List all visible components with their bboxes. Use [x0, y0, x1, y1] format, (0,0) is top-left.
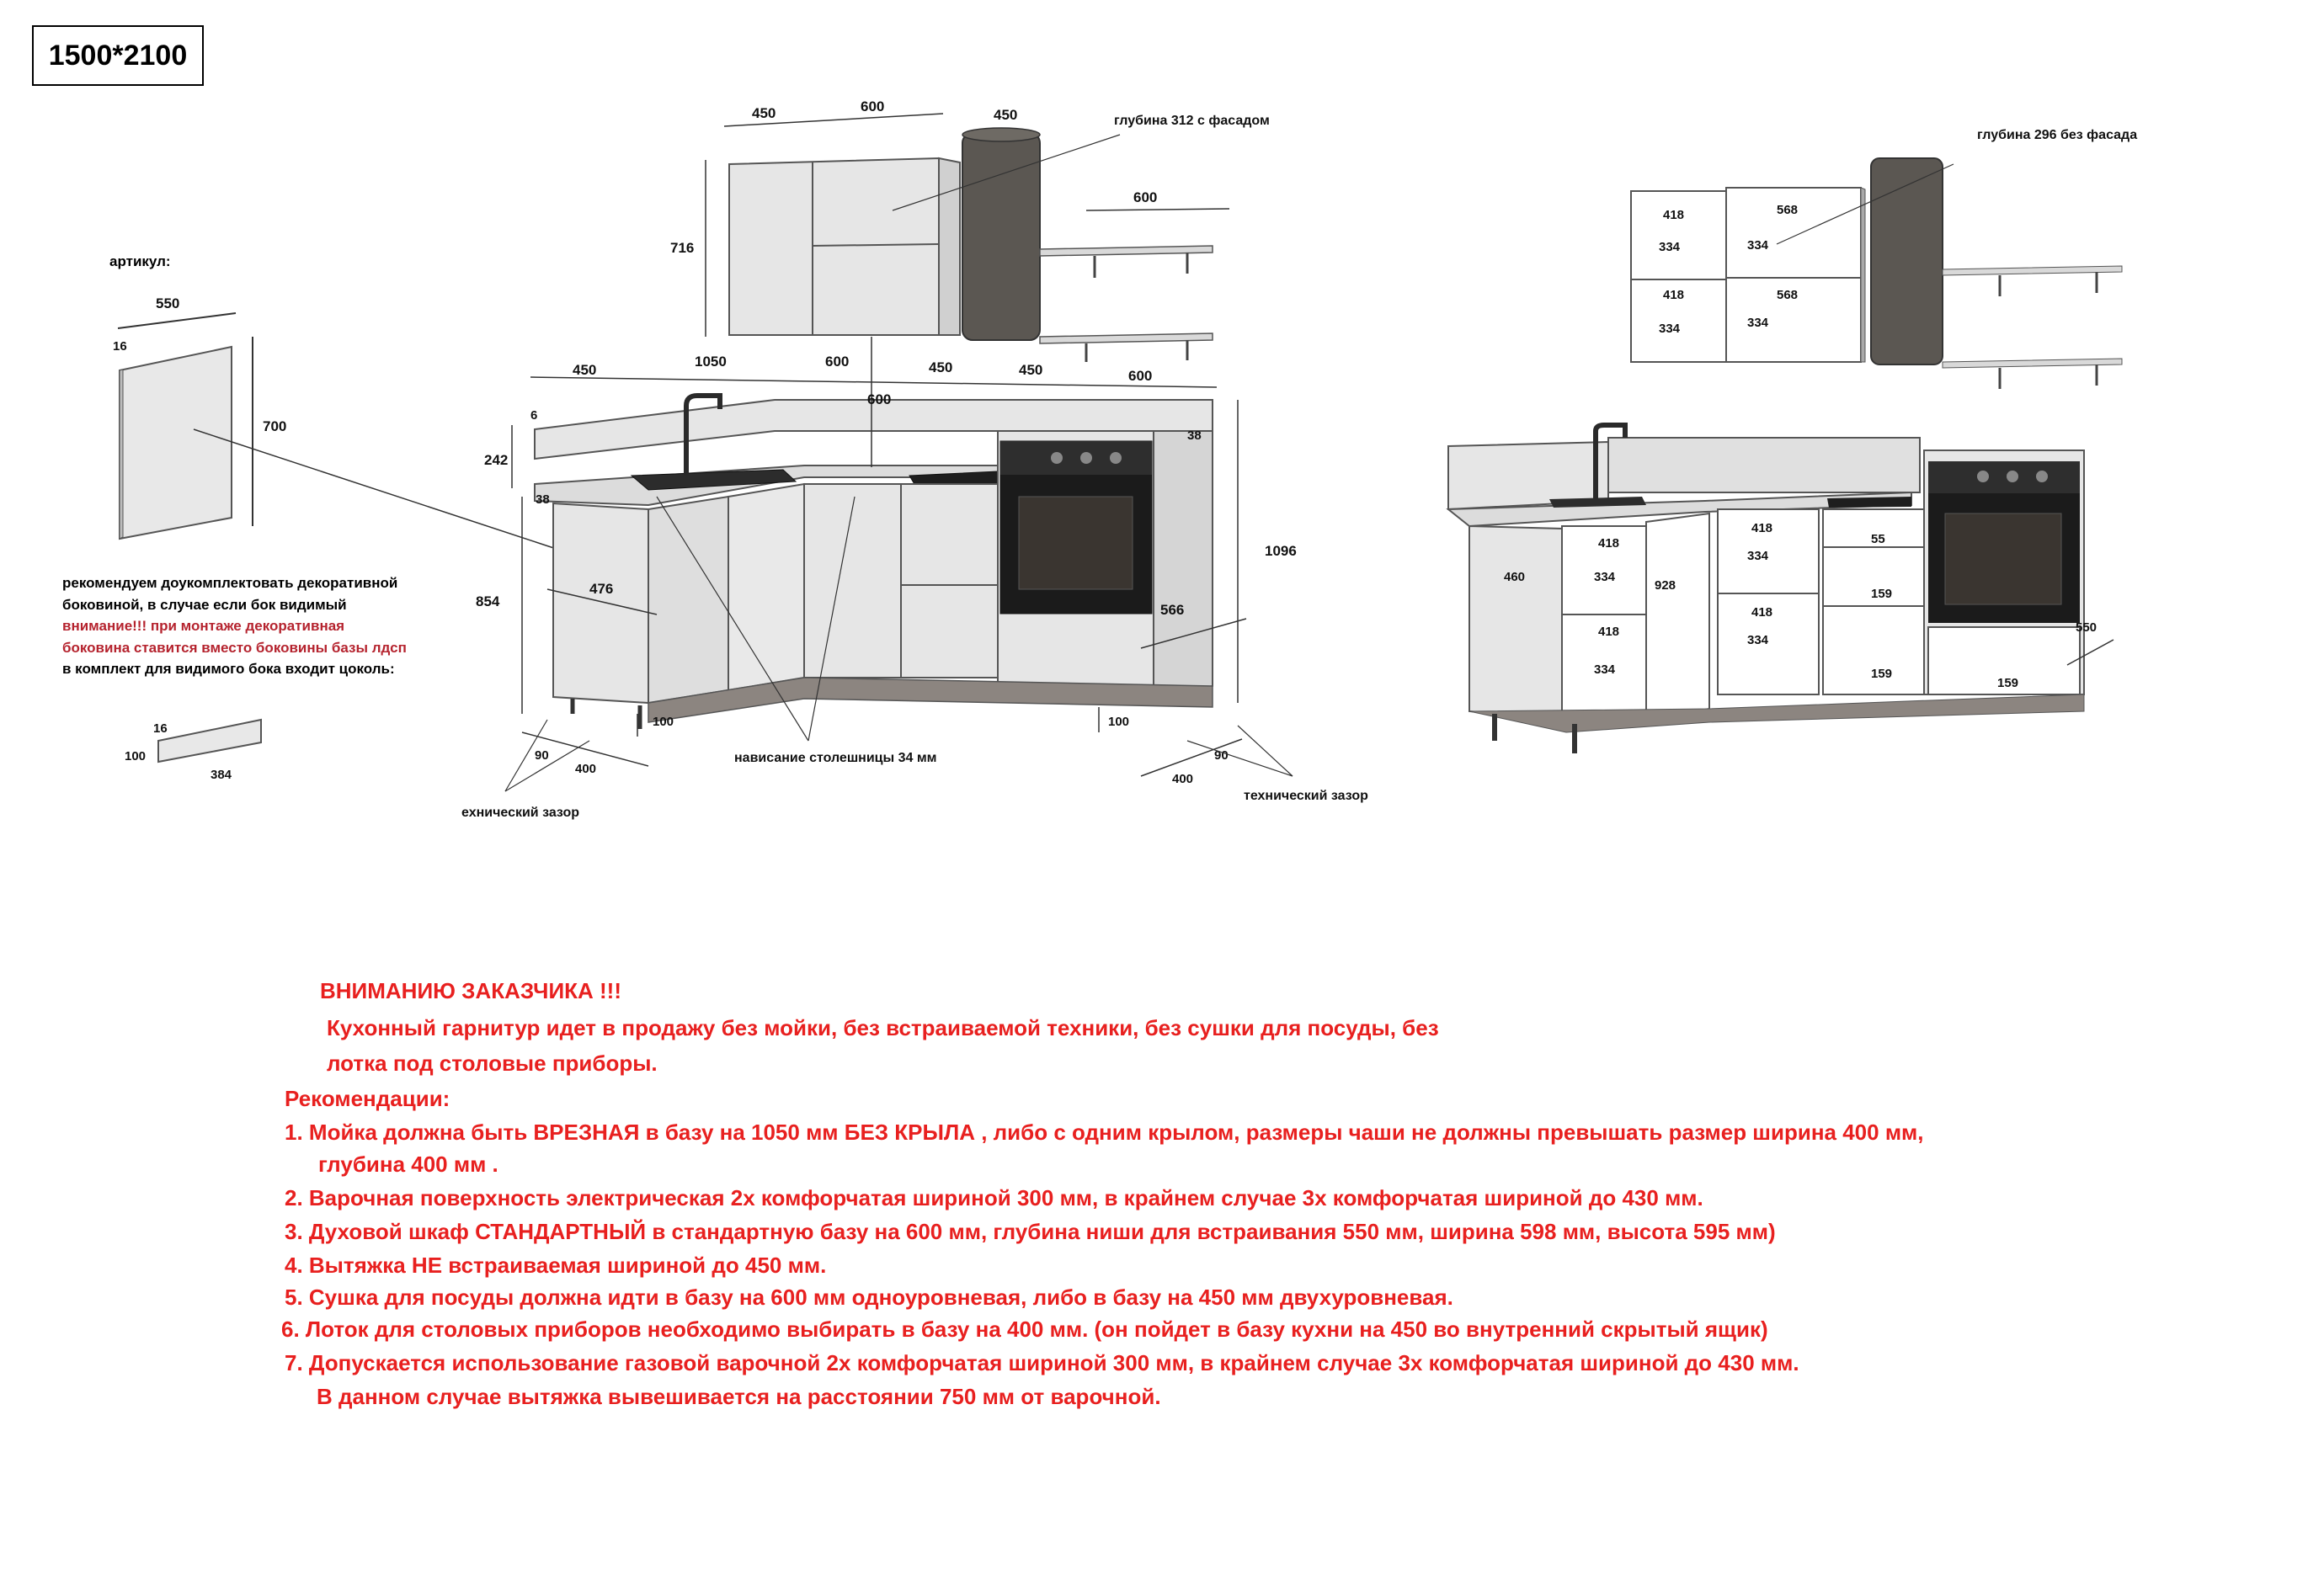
cell-568b: 568 [1777, 288, 1798, 302]
wall-height: 716 [670, 240, 694, 256]
hood [962, 132, 1041, 341]
cell-334a: 334 [1659, 240, 1681, 254]
panel-width: 550 [156, 295, 179, 311]
inner-wall-cabinets: глубина 296 без фасада 418 334 418 334 5… [1630, 128, 2137, 389]
dim-90a: 90 [535, 748, 549, 763]
dim-854: 854 [476, 593, 500, 609]
plinth-thickness: 16 [153, 721, 168, 736]
base-418d: 418 [1751, 605, 1772, 620]
cell-334d: 334 [1747, 316, 1769, 330]
depth-312-label: глубина 312 с фасадом [1114, 114, 1270, 128]
base-159b: 159 [1871, 667, 1892, 681]
sink [630, 469, 797, 491]
base-550: 550 [2076, 620, 2097, 635]
cell-418a: 418 [1663, 208, 1684, 222]
plinth-length: 384 [211, 768, 232, 782]
wall-shelf-top [1039, 245, 1213, 257]
base-dim-600: 600 [825, 354, 849, 370]
note-warning-2: боковина ставится вместо боковины базы л… [62, 639, 407, 656]
base-334b: 334 [1594, 662, 1616, 677]
recommendation-3: 3. Духовой шкаф СТАНДАРТНЫЙ в стандартну… [285, 1219, 1776, 1244]
recommendation-1a: 1. Мойка должна быть ВРЕЗНАЯ в базу на 1… [285, 1120, 1924, 1145]
base-334a: 334 [1594, 570, 1616, 584]
note-line-1: рекомендуем доукомплектовать декоративно… [62, 575, 398, 591]
countertop [534, 465, 1003, 507]
dim-100b: 100 [1108, 715, 1129, 729]
wall-cabinets: 450 600 450 716 600 глубина 312 с фасадо… [670, 98, 1270, 362]
wall-dim-600: 600 [861, 98, 884, 114]
recommendation-6: 6. Лоток для столовых приборов необходим… [281, 1317, 1768, 1342]
base-cabinets: 450 1050 600 450 450 600 600 6 38 38 242… [461, 337, 1368, 820]
inner-hood [1870, 157, 1943, 365]
notice-intro-2: лотка под столовые приборы. [327, 1051, 658, 1076]
base-dim-450b: 450 [929, 359, 952, 375]
cell-418b: 418 [1663, 288, 1684, 302]
panel-height: 700 [263, 418, 286, 434]
gap-label-left: ехнический зазор [461, 806, 579, 820]
cell-568a: 568 [1777, 203, 1798, 217]
base-460: 460 [1504, 570, 1525, 584]
decor-side-panel: 550 16 700 [113, 295, 590, 561]
recommendation-4: 4. Вытяжка НЕ встраиваемая шириной до 45… [285, 1253, 827, 1278]
dim-6: 6 [530, 408, 537, 423]
base-dim-600b: 600 [1128, 368, 1152, 384]
base-dim-450c: 450 [1019, 362, 1042, 378]
plinth-height: 100 [125, 749, 146, 763]
base-418c: 418 [1751, 521, 1772, 535]
inner-base-cabinets: 460 418 334 418 334 928 418 334 418 334 … [1446, 423, 2114, 753]
dim-400a: 400 [575, 762, 596, 776]
note-line-3: в комплект для видимого бока входит цоко… [62, 661, 395, 677]
dim-400b: 400 [1172, 772, 1193, 786]
base-928: 928 [1655, 578, 1676, 593]
recommendations-title: Рекомендации: [285, 1086, 450, 1111]
side-panel-note: рекомендуем доукомплектовать декоративно… [62, 572, 450, 680]
base-55: 55 [1871, 532, 1885, 546]
cell-334b: 334 [1659, 322, 1681, 336]
dim-566: 566 [1160, 602, 1184, 618]
faucet [684, 393, 722, 476]
dim-100a: 100 [653, 715, 674, 729]
shelf-width: 600 [1133, 189, 1157, 205]
gap-600: 600 [867, 391, 891, 407]
dim-476: 476 [589, 581, 613, 597]
depth-296-label: глубина 296 без фасада [1977, 128, 2137, 142]
gap-label-right: технический зазор [1244, 789, 1368, 803]
base-418a: 418 [1598, 536, 1619, 551]
notice-title: ВНИМАНИЮ ЗАКАЗЧИКА !!! [320, 978, 621, 1003]
base-159c: 159 [1997, 676, 2018, 690]
dim-242: 242 [484, 452, 508, 468]
note-warning-1: внимание!!! при монтаже декоративная [62, 618, 345, 634]
overhang-label: нависание столешницы 34 мм [734, 751, 937, 765]
kitchen-drawing: 550 16 700 16 100 384 450 600 450 716 60… [113, 98, 2137, 820]
base-334d: 334 [1747, 633, 1769, 647]
plinth: 16 100 384 [125, 718, 262, 782]
cell-334c: 334 [1747, 238, 1769, 253]
note-line-2: боковиной, в случае если бок видимый [62, 596, 347, 613]
dim-90b: 90 [1214, 748, 1229, 763]
recommendation-7b: В данном случае вытяжка вывешивается на … [317, 1384, 1161, 1409]
base-418b: 418 [1598, 625, 1619, 639]
base-334c: 334 [1747, 549, 1769, 563]
base-dim-450: 450 [573, 362, 596, 378]
article-label: артикул: [109, 253, 171, 269]
size-label: 1500*2100 [32, 25, 204, 86]
wall-shelf-bottom [1039, 332, 1213, 344]
notice-intro-1: Кухонный гарнитур идет в продажу без мой… [327, 1015, 1439, 1040]
dim-38a: 38 [536, 492, 550, 507]
dim-38b: 38 [1187, 428, 1202, 443]
wall-dim-450: 450 [752, 105, 776, 121]
base-dim-1050: 1050 [695, 354, 727, 370]
customer-notice: ВНИМАНИЮ ЗАКАЗЧИКА !!! Кухонный гарнитур… [253, 976, 2273, 1431]
recommendation-1b: глубина 400 мм . [318, 1152, 498, 1177]
dim-1096: 1096 [1265, 543, 1297, 559]
base-159a: 159 [1871, 587, 1892, 601]
wall-dim-450b: 450 [994, 107, 1017, 123]
recommendation-7a: 7. Допускается использование газовой вар… [285, 1350, 1799, 1375]
panel-thickness: 16 [113, 339, 127, 354]
recommendation-2: 2. Варочная поверхность электрическая 2х… [285, 1185, 1703, 1210]
recommendation-5: 5. Сушка для посуды должна идти в базу н… [285, 1285, 1453, 1310]
